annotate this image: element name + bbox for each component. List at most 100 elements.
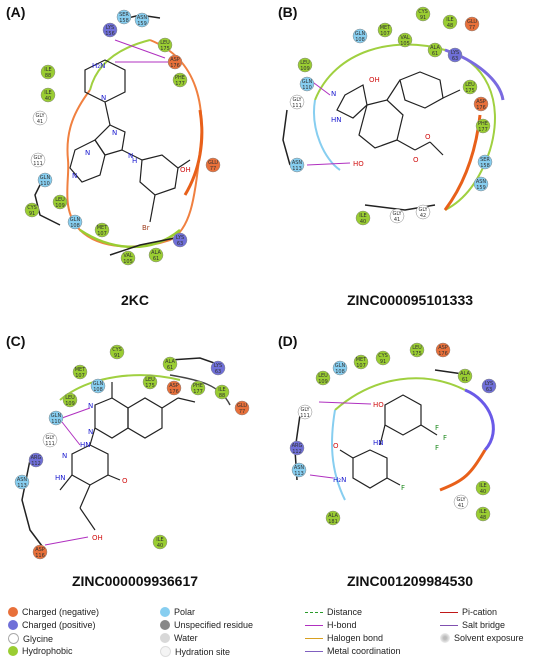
legend-item-saltbridge: Salt bridge <box>440 620 505 630</box>
pocket-contour <box>443 114 482 211</box>
svg-text:175: 175 <box>412 351 422 357</box>
svg-text:77: 77 <box>469 25 475 31</box>
svg-text:112: 112 <box>31 461 41 467</box>
legend-label: Unspecified residue <box>174 620 254 630</box>
svg-text:108: 108 <box>335 369 345 375</box>
svg-text:ALA: ALA <box>328 513 338 519</box>
atom-label: H₂N <box>333 476 346 484</box>
svg-text:LEU: LEU <box>412 345 422 351</box>
charged-positive-swatch-icon <box>8 620 18 630</box>
legend-label: Charged (positive) <box>22 620 96 630</box>
svg-text:41: 41 <box>394 217 400 223</box>
svg-text:ASN: ASN <box>294 465 305 471</box>
panel-a-label: (A) <box>6 4 26 20</box>
unspecified-swatch-icon <box>160 620 170 630</box>
svg-text:LYS: LYS <box>106 25 114 31</box>
svg-text:48: 48 <box>480 515 486 521</box>
pocket-contour <box>464 388 495 452</box>
svg-text:ILE: ILE <box>156 537 163 543</box>
atom-label: N <box>88 428 93 436</box>
atom-label: F <box>443 434 447 442</box>
svg-text:ILE: ILE <box>446 17 453 23</box>
ligand-zinc001209984530 <box>339 394 438 489</box>
atom-label: HN <box>80 441 91 449</box>
svg-text:77: 77 <box>239 409 245 415</box>
svg-text:61: 61 <box>153 256 159 262</box>
svg-text:ASN: ASN <box>137 15 148 21</box>
svg-text:SER: SER <box>119 12 129 18</box>
svg-text:GLN: GLN <box>355 31 366 37</box>
svg-text:41: 41 <box>37 119 43 125</box>
panel-b-label: (B) <box>278 4 298 20</box>
atom-label: N <box>88 402 93 410</box>
legend-item-hyd: Hydrophobic <box>8 646 73 656</box>
svg-text:109: 109 <box>318 379 328 385</box>
legend-item-halogen: Halogen bond <box>305 633 383 643</box>
atom-label: OH <box>180 166 191 174</box>
water-swatch-icon <box>160 633 170 643</box>
svg-text:91: 91 <box>29 211 35 217</box>
svg-text:GLY: GLY <box>45 435 55 441</box>
legend-item-unspec: Unspecified residue <box>160 620 253 630</box>
legend: Charged (negative) Charged (positive) Gl… <box>0 605 550 663</box>
svg-text:41: 41 <box>458 503 464 509</box>
pocket-contour <box>439 449 487 492</box>
atom-label: H <box>132 157 137 165</box>
pocket-contour <box>334 377 466 411</box>
svg-text:177: 177 <box>193 389 203 395</box>
pocket-contour <box>313 99 341 171</box>
svg-text:ASP: ASP <box>438 345 448 351</box>
legend-label: H-bond <box>327 620 357 630</box>
legend-item-neg: Charged (negative) <box>8 607 99 617</box>
svg-text:108: 108 <box>93 387 103 393</box>
svg-text:LYS: LYS <box>451 50 459 56</box>
legend-item-hydsite: Hydration site <box>160 646 230 657</box>
svg-text:ILE: ILE <box>479 483 486 489</box>
svg-text:MET: MET <box>75 367 86 373</box>
svg-text:113: 113 <box>292 166 302 172</box>
svg-text:111: 111 <box>292 103 302 109</box>
svg-text:VAL: VAL <box>400 35 410 41</box>
pocket-contour <box>59 374 181 401</box>
svg-text:181: 181 <box>328 519 338 525</box>
legend-item-pication: Pi-cation <box>440 607 497 617</box>
atom-label: OH <box>92 534 103 542</box>
svg-text:109: 109 <box>55 203 65 209</box>
panel-d-title: ZINC001209984530 <box>346 573 474 589</box>
atom-label: O <box>425 133 431 141</box>
svg-text:158: 158 <box>119 18 129 24</box>
atom-label: OH <box>369 76 380 84</box>
legend-item-solvent: Solvent exposure <box>440 633 524 643</box>
